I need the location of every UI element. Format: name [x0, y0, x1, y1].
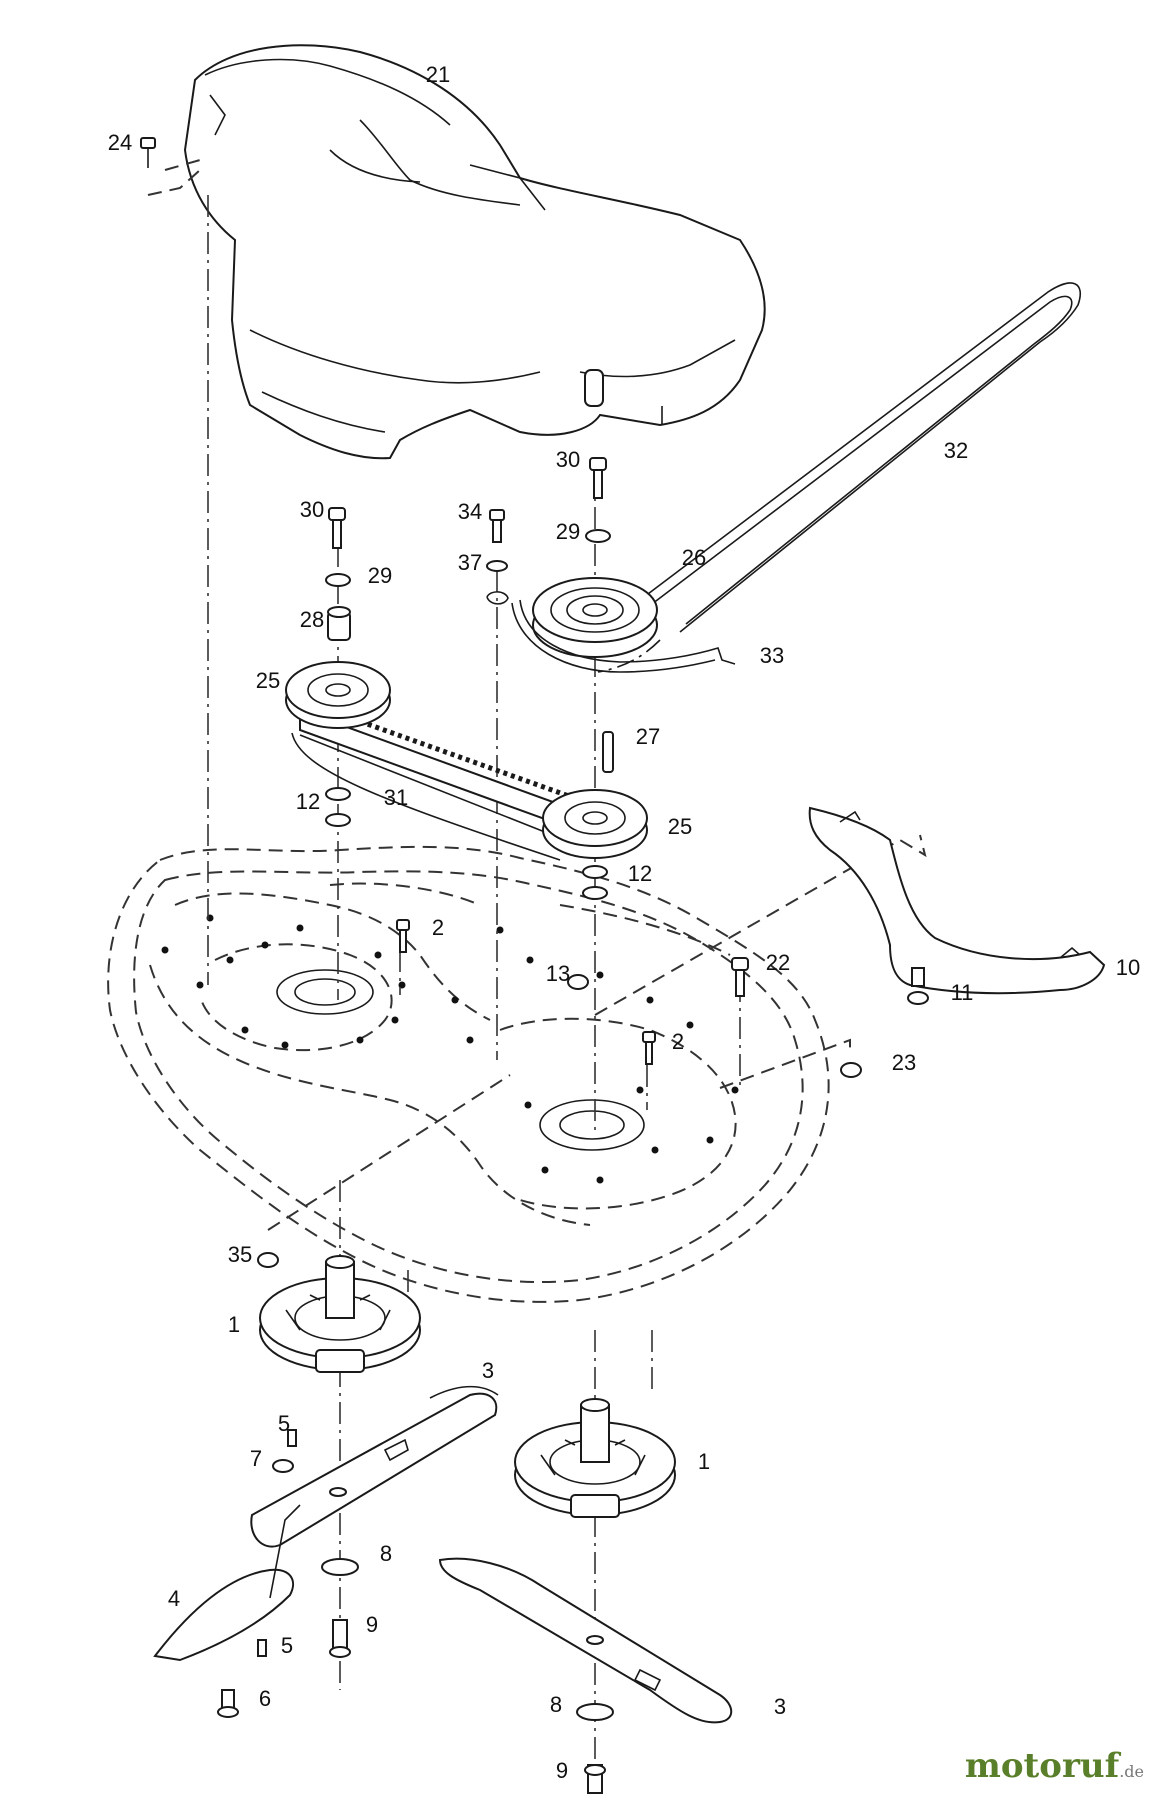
- fasteners: [140, 137, 862, 1268]
- callout-label: 28: [300, 607, 324, 632]
- callout-label: 26: [682, 545, 706, 570]
- callout-label: 2: [432, 915, 444, 940]
- callout-label: 33: [760, 643, 784, 668]
- callout-label: 3: [482, 1358, 494, 1383]
- callout-label: 25: [668, 814, 692, 839]
- spindle-right: [514, 1398, 676, 1518]
- callout-label: 13: [546, 961, 570, 986]
- blade-right: [438, 1557, 733, 1724]
- callout-label: 5: [281, 1633, 293, 1658]
- watermark-text: motoruf: [964, 1746, 1120, 1786]
- deck-holes: [161, 914, 739, 1184]
- callout-label: 35: [228, 1242, 252, 1267]
- mower-deck: [107, 845, 830, 1303]
- callout-label: 31: [384, 785, 408, 810]
- callout-label: 7: [250, 1446, 262, 1471]
- callout-label: 30: [556, 447, 580, 472]
- lower-fasteners: [217, 1429, 614, 1794]
- callout-label: 12: [296, 789, 320, 814]
- callout-label: 27: [636, 724, 660, 749]
- idler-arm-spring: [511, 599, 736, 773]
- callout-label: 8: [550, 1692, 562, 1717]
- callout-label: 11: [951, 980, 974, 1005]
- callout-label: 29: [556, 519, 580, 544]
- pulley-right: [542, 789, 648, 859]
- callout-label: 9: [556, 1758, 568, 1783]
- idler-pulley: [532, 577, 658, 658]
- callout-label: 25: [256, 668, 280, 693]
- baffle: [808, 806, 1106, 1005]
- callout-label: 9: [366, 1612, 378, 1637]
- callout-label: 34: [458, 499, 482, 524]
- watermark-logo: motoruf.de: [965, 1746, 1144, 1786]
- callout-label: 30: [300, 497, 324, 522]
- callout-label: 1: [228, 1312, 240, 1337]
- callout-label: 1: [698, 1449, 710, 1474]
- callout-label: 23: [892, 1050, 916, 1075]
- callout-label: 32: [944, 438, 968, 463]
- spindle-left: [259, 1255, 421, 1373]
- callout-label: 5: [278, 1411, 290, 1436]
- blade-left: [250, 1385, 499, 1548]
- callout-label: 8: [380, 1541, 392, 1566]
- callout-label: 2: [672, 1029, 684, 1054]
- callout-label: 29: [368, 563, 392, 588]
- callout-label: 24: [108, 130, 132, 155]
- callout-label: 37: [458, 550, 482, 575]
- callout-label: 4: [168, 1586, 180, 1611]
- belt-cover: [183, 44, 766, 460]
- callout-label: 10: [1116, 955, 1140, 980]
- callout-label: 21: [426, 62, 450, 87]
- pulley-left: [285, 606, 391, 729]
- callout-label: 6: [259, 1686, 271, 1711]
- callout-label: 12: [628, 861, 652, 886]
- blade-adapter: [153, 1504, 301, 1662]
- callout-label: 22: [766, 950, 790, 975]
- callout-label: 3: [774, 1694, 786, 1719]
- watermark-suffix: .de: [1119, 1762, 1144, 1781]
